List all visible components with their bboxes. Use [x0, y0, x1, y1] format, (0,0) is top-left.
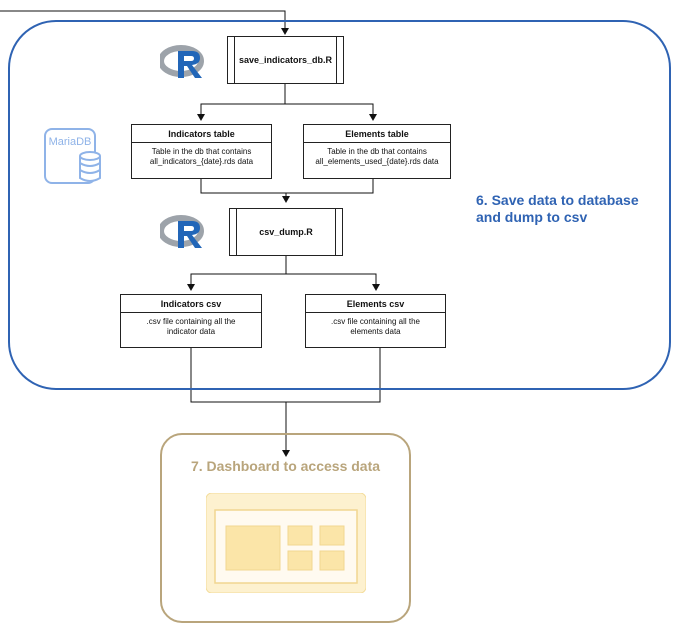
stage-6-label-line2: and dump to csv	[476, 209, 588, 225]
save-indicators-db-script: save_indicators_db.R	[227, 36, 344, 84]
indicators-csv-desc-line2: indicator data	[166, 327, 216, 336]
connector-save-to-tables	[197, 84, 286, 121]
save-indicators-db-label: save_indicators_db.R	[238, 55, 333, 65]
elements-csv-desc-line1: .csv file containing all the	[331, 317, 420, 326]
stage-6-label-line1: 6. Save data to database	[476, 192, 639, 208]
indicators-table-desc-line2: all_indicators_{date}.rds data	[149, 157, 254, 166]
csv-dump-label: csv_dump.R	[259, 227, 313, 237]
indicators-csv-description: .csv file containing all the indicator d…	[121, 313, 261, 337]
connector-csv-dump-to-files	[187, 256, 287, 291]
elements-table-desc-line2: all_elements_used_{date}.rds data	[315, 157, 439, 166]
elements-table-title: Elements table	[304, 125, 450, 143]
indicators-csv-node: Indicators csv .csv file containing all …	[120, 294, 262, 348]
incoming-connector	[0, 10, 289, 35]
elements-csv-title: Elements csv	[306, 295, 445, 313]
indicators-table-title: Indicators table	[132, 125, 271, 143]
indicators-table-desc-line1: Table in the db that contains	[151, 147, 252, 156]
elements-csv-desc-line2: elements data	[350, 327, 401, 336]
connector-tables-to-csv-dump	[200, 179, 374, 194]
stage-7-label: 7. Dashboard to access data	[190, 458, 381, 474]
dashboard-icon	[206, 493, 366, 593]
stage-6-container	[8, 20, 671, 390]
elements-table-desc-line1: Table in the db that contains	[327, 147, 427, 156]
elements-csv-node: Elements csv .csv file containing all th…	[305, 294, 446, 348]
mariadb-icon: MariaDB	[44, 128, 101, 184]
indicators-csv-title: Indicators csv	[121, 295, 261, 313]
stage-7-container	[160, 433, 411, 623]
csv-dump-script: csv_dump.R	[229, 208, 343, 256]
elements-csv-description: .csv file containing all the elements da…	[306, 313, 445, 337]
stage-6-label: 6. Save data to database and dump to csv	[476, 192, 666, 226]
indicators-table-description: Table in the db that contains all_indica…	[132, 143, 271, 167]
indicators-table-node: Indicators table Table in the db that co…	[131, 124, 272, 179]
elements-table-node: Elements table Table in the db that cont…	[303, 124, 451, 179]
elements-table-description: Table in the db that contains all_elemen…	[304, 143, 450, 167]
r-logo-icon	[160, 215, 204, 248]
indicators-csv-desc-line1: .csv file containing all the	[146, 317, 236, 326]
r-logo-icon	[160, 45, 204, 78]
mariadb-label: MariaDB	[49, 136, 92, 148]
